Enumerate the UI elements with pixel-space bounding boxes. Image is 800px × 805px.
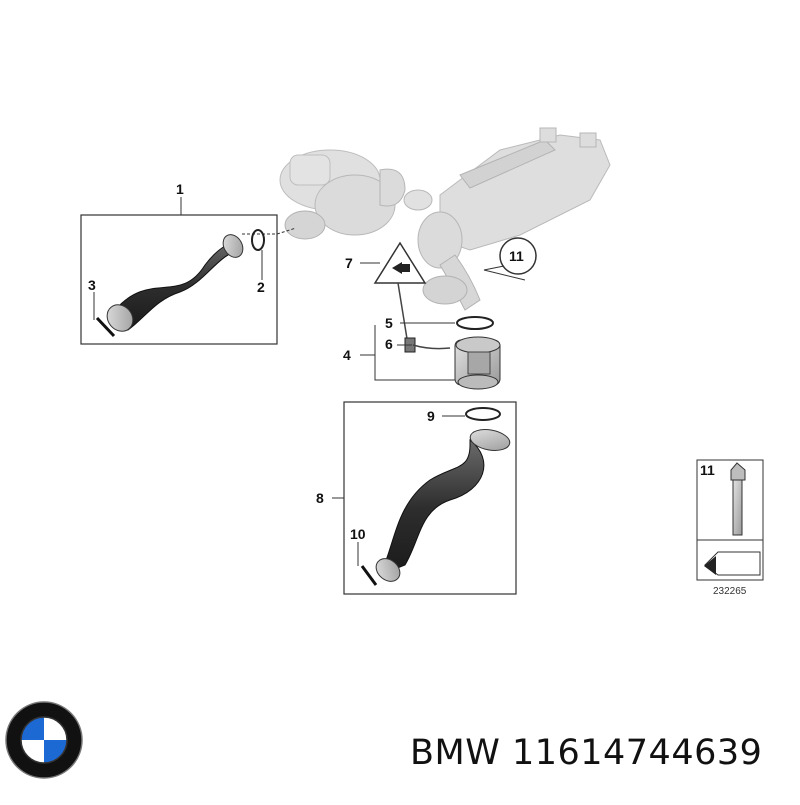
callout-label: 8 xyxy=(316,490,324,506)
seal-ring-9 xyxy=(465,407,501,421)
clamp-3 xyxy=(95,316,116,338)
charge-air-hose-8 xyxy=(375,429,511,582)
callout-label: 11 xyxy=(509,248,524,264)
charge-air-hose-1 xyxy=(106,234,244,332)
callout-label: 9 xyxy=(427,408,435,424)
bmw-logo-icon xyxy=(5,701,83,779)
callout-label: 10 xyxy=(350,526,366,542)
clamp-10 xyxy=(360,565,378,586)
callout-label: 4 xyxy=(343,347,351,363)
callout-label: 7 xyxy=(345,255,353,271)
intake-manifold xyxy=(403,127,611,311)
callout-label: 3 xyxy=(88,277,96,293)
callout-circle-11 xyxy=(483,237,537,281)
callout-label: 11 xyxy=(700,462,715,478)
callout-label: 2 xyxy=(257,279,265,295)
hose-assembly-box-1 xyxy=(80,214,278,345)
seal-ring-5 xyxy=(456,316,494,330)
callout-label: 6 xyxy=(385,336,393,352)
callout-label: 5 xyxy=(385,315,393,331)
diagram-number: 232265 xyxy=(713,586,747,597)
bolt-detail-box xyxy=(696,459,764,581)
connector-4 xyxy=(454,336,501,390)
warning-triangle-icon xyxy=(373,241,427,284)
seal-ring-2 xyxy=(251,229,265,251)
part-number-caption: BMW 11614744639 xyxy=(410,733,763,773)
bolt-11 xyxy=(730,462,746,536)
callout-label: 1 xyxy=(176,181,184,197)
turbocharger xyxy=(279,149,406,240)
